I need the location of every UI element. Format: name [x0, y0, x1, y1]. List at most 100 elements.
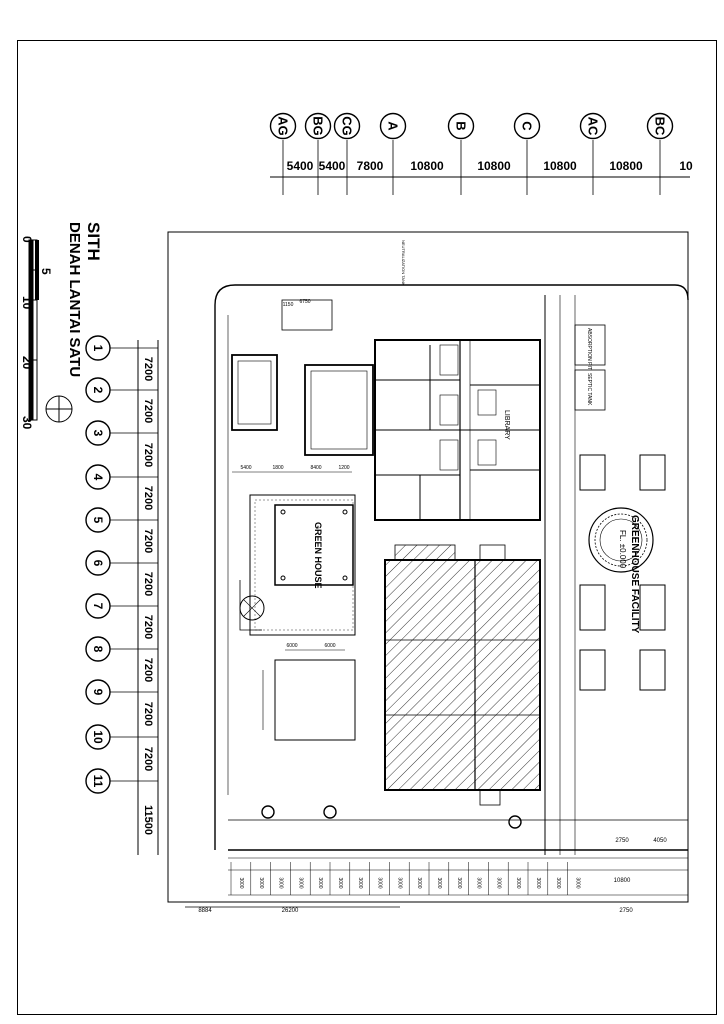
- bay-dimension: 3000: [396, 877, 402, 888]
- column-bubble-bg: [304, 112, 332, 140]
- column-spacing: 10800: [609, 159, 643, 173]
- bay-dimension: 3000: [535, 877, 541, 888]
- overall-dimension: 10800: [614, 878, 631, 884]
- row-spacing: 7200: [142, 747, 154, 771]
- row-label-7: 7: [91, 603, 105, 610]
- column-spacing: 10800: [410, 159, 444, 173]
- bay-dimension: 3000: [278, 877, 284, 888]
- greenhouse-facility: [574, 324, 666, 691]
- drawing-title: SITH: [84, 222, 103, 261]
- row-label-10: 10: [91, 730, 105, 744]
- row-bubble-6: [85, 550, 111, 576]
- row-bubble-8: [85, 636, 111, 662]
- scale-bar: [28, 239, 73, 423]
- scale-tick-20: 20: [20, 356, 34, 370]
- lab-block-lower: [384, 544, 541, 806]
- sheet-frame: [17, 40, 717, 1015]
- row-spacing: 7200: [142, 357, 154, 381]
- row-spacing: 7200: [142, 658, 154, 682]
- row-label-6: 6: [91, 560, 105, 567]
- row-label-1: 1: [91, 345, 105, 352]
- row-spacing: 7200: [142, 443, 154, 467]
- inner-dimension: 6000: [324, 643, 335, 649]
- drawing-subtitle: DENAH LANTAI SATU: [66, 222, 83, 377]
- inner-dimension: 6000: [286, 643, 297, 649]
- column-bubble-ac: [579, 112, 607, 140]
- title-block: SITH DENAH LANTAI SATU: [66, 222, 103, 377]
- column-label-bg: BG: [311, 116, 326, 136]
- bay-dimension: 3000: [416, 877, 422, 888]
- water-tanks: [231, 299, 374, 456]
- column-label-ag: AG: [276, 116, 291, 136]
- row-bubble-9: [85, 679, 111, 705]
- row-spacing: 7200: [142, 399, 154, 423]
- column-spacing: 10800: [477, 159, 511, 173]
- row-label-5: 5: [91, 517, 105, 524]
- bay-dimension: 3000: [258, 877, 264, 888]
- bay-dimension: 3000: [317, 877, 323, 888]
- bay-dimension: 3000: [515, 877, 521, 888]
- lab-block-upper: [374, 339, 541, 521]
- row-spacing: 7200: [142, 615, 154, 639]
- inner-dimension: 5400: [240, 465, 251, 471]
- row-bubble-4: [85, 464, 111, 490]
- column-label-bc: BC: [653, 117, 668, 136]
- trees: [261, 805, 522, 829]
- column-label-c: C: [520, 121, 535, 131]
- row-bubble-5: [85, 507, 111, 533]
- bay-dimension: 3000: [238, 877, 244, 888]
- inner-dimension: 1800: [272, 465, 283, 471]
- column-spacing: 7800: [357, 159, 384, 173]
- column-label-cg: CG: [340, 116, 355, 136]
- bay-dimension: 3000: [337, 877, 343, 888]
- field-area: [262, 649, 356, 741]
- column-bubble-a: [379, 112, 407, 140]
- column-spacing: 10: [679, 159, 693, 173]
- column-bubble-bc: [646, 112, 674, 140]
- row-bubble-11: [85, 768, 111, 794]
- column-bubble-ag: [269, 112, 297, 140]
- column-label-ac: AC: [586, 117, 601, 136]
- row-bubble-3: [85, 420, 111, 446]
- row-bubble-7: [85, 593, 111, 619]
- green-house: [239, 494, 356, 636]
- absorption-pit-label: ABSORPTION PIT: [586, 328, 592, 370]
- column-label-b: B: [454, 121, 469, 130]
- column-label-a: A: [386, 121, 401, 131]
- row-spacing: 7200: [142, 702, 154, 726]
- site-outline: [167, 231, 689, 903]
- fl-level-label: FL. ±0.000: [618, 530, 627, 569]
- bay-dimension: 3000: [456, 877, 462, 888]
- bay-dimension: 3000: [297, 877, 303, 888]
- column-spacing: 5400: [287, 159, 314, 173]
- column-spacing: 10800: [543, 159, 577, 173]
- room-greenhouse-facility: GREENHOUSE FACILITY: [629, 515, 640, 634]
- row-bubble-1: [85, 335, 111, 361]
- bay-dimension: 3000: [357, 877, 363, 888]
- row-spacing: 7200: [142, 572, 154, 596]
- row-spacing: 11500: [142, 805, 154, 835]
- bay-dimension: 3000: [377, 877, 383, 888]
- room-green-house: GREEN HOUSE: [313, 522, 323, 589]
- column-bubble-cg: [333, 112, 361, 140]
- column-bubble-b: [447, 112, 475, 140]
- row-label-2: 2: [91, 387, 105, 394]
- scale-tick-10: 10: [20, 296, 34, 310]
- bay-dimension: 3000: [495, 877, 501, 888]
- septic-tank-label: SEPTIC TANK: [586, 373, 592, 406]
- row-label-9: 9: [91, 689, 105, 696]
- column-bubble-c: [513, 112, 541, 140]
- bottom-bay-dimensions: 3000 3000 3000 3000 3000 3000 3000 3000 3000 3000…: [230, 862, 581, 895]
- row-spacing: 7200: [142, 529, 154, 553]
- room-library: LIBRARY: [503, 410, 510, 440]
- row-label-8: 8: [91, 646, 105, 653]
- bay-dimension: 3000: [575, 877, 581, 888]
- column-spacing: 5400: [319, 159, 346, 173]
- row-bubble-2: [85, 377, 111, 403]
- inner-dimension: 6750: [299, 299, 310, 305]
- scale-tick-5: 5: [39, 268, 53, 275]
- overall-dimension: 2750: [619, 908, 633, 914]
